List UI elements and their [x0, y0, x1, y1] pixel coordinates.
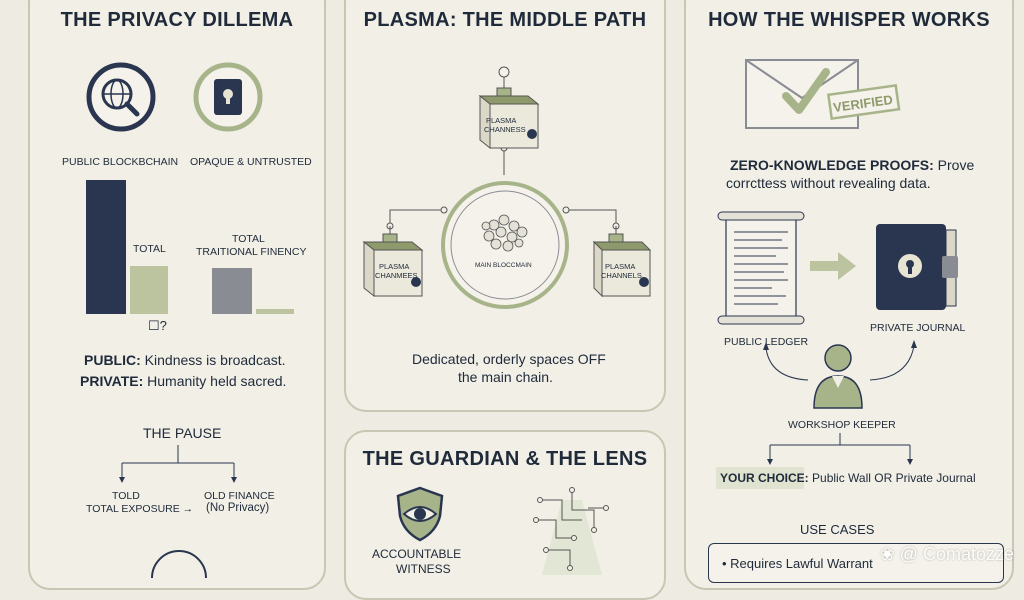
pause-left-line1: TOLD [112, 490, 140, 502]
verified-envelope-icon [745, 59, 901, 129]
zk-line1-rest: Prove [937, 157, 975, 173]
bar-traditional-label-2: TRAITIONAL FINENCY [196, 246, 307, 258]
pause-right-line2: (No Privacy) [206, 502, 270, 514]
public-key: PUBLIC: [84, 352, 141, 368]
public-value: Kindness is broadcast. [144, 352, 286, 368]
keeper-arrows [763, 340, 917, 381]
opaque-untrusted-label: OPAQUE & UNTRUSTED [190, 156, 312, 168]
arrow-right-icon [810, 252, 856, 280]
plasma-network-diagram [362, 66, 652, 309]
zk-key: ZERO-KNOWLEDGE PROOFS: [730, 157, 934, 173]
keeper-avatar-icon [813, 344, 863, 409]
plasma-caption-2: the main chain. [458, 369, 553, 385]
private-journal-label: PRIVATE JOURNAL [870, 322, 966, 334]
privacy-dilemma-panel [28, 0, 326, 590]
zk-line2: corrcttess without revealing data. [726, 175, 931, 191]
pause-left-line2: TOTAL EXPOSURE → [86, 503, 194, 515]
accountable-witness-1: ACCOUNTABLE [372, 547, 462, 561]
private-value: Humanity held sacred. [147, 373, 287, 389]
choice-branch [767, 433, 913, 465]
right-channel-label-1: PLASMA [605, 262, 636, 271]
pause-right-line1: OLD FINANCE [204, 490, 275, 502]
pause-title: THE PAUSE [143, 425, 222, 441]
accountable-witness-2: WITNESS [396, 562, 451, 576]
bar-traditional-label-1: TOTAL [232, 233, 265, 245]
public-blockchain-label: PUBLIC BLOCKBCHAIN [62, 156, 179, 168]
privacy-dilemma-title: THE PRIVACY DILLEMA [60, 9, 294, 31]
locked-journal-icon [193, 62, 263, 132]
plasma-title: PLASMA: THE MIDDLE PATH [363, 9, 647, 31]
public-ledger-scroll-icon [717, 211, 805, 325]
choice-highlight [716, 467, 804, 489]
use-cases-title: USE CASES [800, 522, 875, 537]
cycle-arc [151, 550, 207, 579]
bar-total-label: TOTAL [133, 243, 166, 255]
top-channel-label-2: CHANNESS [484, 125, 526, 134]
bar-traditional [212, 268, 252, 314]
top-channel-label-1: PLASMA [486, 116, 517, 125]
whisper-title: HOW THE WHISPER WORKS [708, 9, 990, 31]
zk-line1: ZERO-KNOWLEDGE PROOFS: Prove [730, 157, 974, 173]
bar-total [130, 266, 168, 314]
public-ledger-label: PUBLIC LEDGER [724, 336, 809, 348]
keeper-label: WORKSHOP KEEPER [788, 419, 896, 431]
lens-circuit-icon [533, 487, 609, 575]
guardian-title: THE GUARDIAN & THE LENS [362, 448, 648, 470]
eye-shield-icon [396, 486, 444, 542]
right-channel-label-2: CHANNELS [601, 271, 642, 280]
bar-public-blockchain [86, 180, 126, 314]
choice-key: YOUR CHOICE: [720, 471, 809, 485]
left-channel-label-1: PLASMA [379, 262, 410, 271]
left-channel-label-2: CHANMEES [375, 271, 418, 280]
watermark: ❀ @ Comatozze [879, 544, 1014, 564]
magnifier-globe-icon [86, 62, 156, 132]
private-journal-lock-icon [876, 224, 958, 310]
choice-line: YOUR CHOICE: Public Wall OR Private Jour… [720, 471, 976, 485]
plasma-caption-1: Dedicated, orderly spaces OFF [412, 351, 606, 367]
use-case-item-1: • Requires Lawful Warrant [722, 556, 873, 571]
bar-traditional-small [256, 309, 294, 314]
bar-note: ☐? [148, 318, 167, 333]
pause-connector [119, 445, 237, 483]
choice-value: Public Wall OR Private Journal [812, 471, 976, 485]
private-statement: PRIVATE: Humanity held sacred. [80, 373, 286, 389]
private-key: PRIVATE: [80, 373, 144, 389]
main-blockchain-label: MAIN BLOCCMAIN [475, 262, 532, 269]
public-statement: PUBLIC: Kindness is broadcast. [84, 352, 286, 368]
